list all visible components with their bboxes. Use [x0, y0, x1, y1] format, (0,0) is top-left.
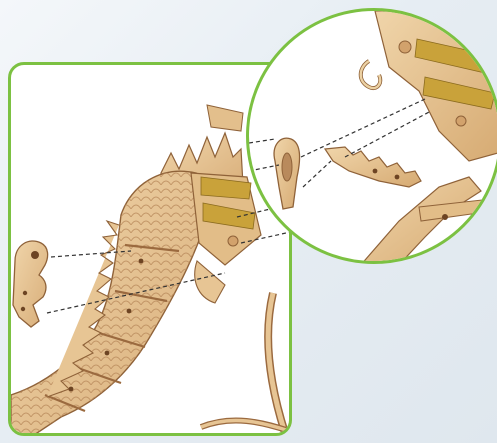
- ring-connector: [274, 138, 299, 209]
- zoom-detail-illustration: [249, 11, 497, 264]
- neck-segments: [11, 171, 216, 436]
- lower-leg-frame: [359, 177, 497, 264]
- dinosaur-head-piece: [13, 241, 48, 327]
- zoom-detail-circle: [246, 8, 497, 264]
- jaw-piece: [325, 147, 421, 187]
- leg-arch: [201, 293, 292, 436]
- upper-body-frame: [361, 11, 497, 161]
